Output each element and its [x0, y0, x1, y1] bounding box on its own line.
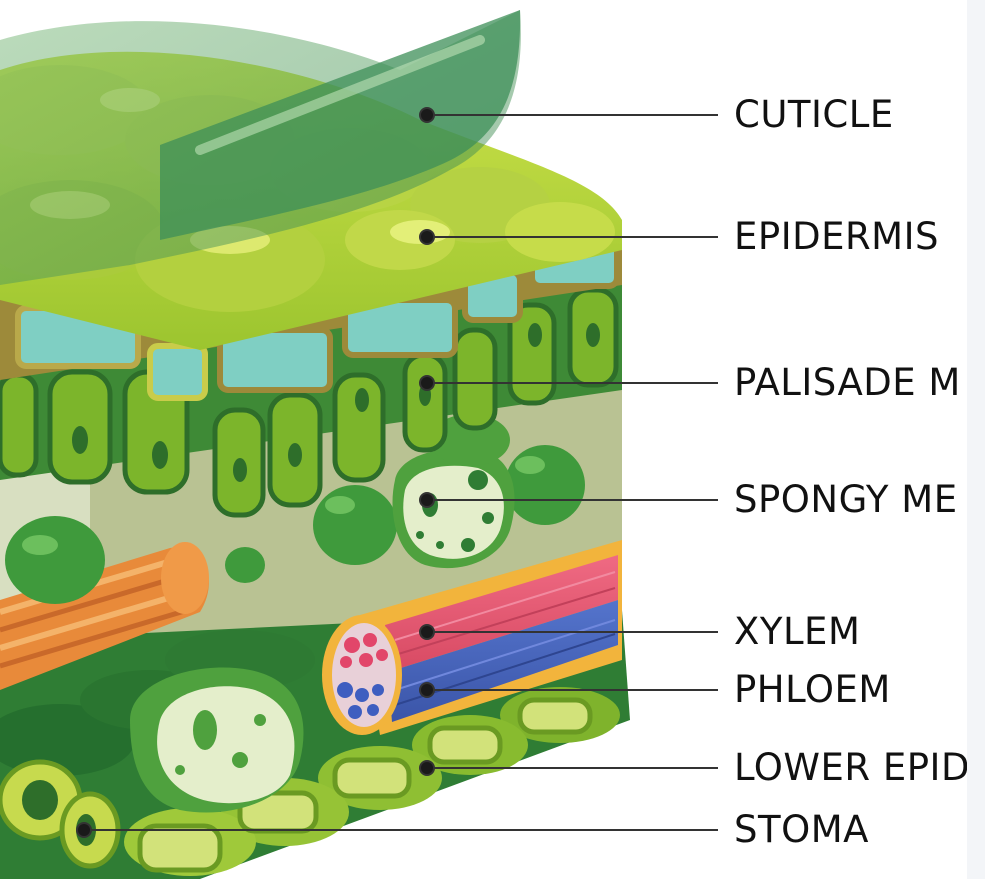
right-edge-strip [967, 0, 985, 879]
label-phloem: PHLOEM [734, 668, 891, 712]
label-xylem: XYLEM [734, 610, 860, 654]
label-lower-epidermis: LOWER EPID [734, 746, 967, 790]
label-epidermis: EPIDERMIS [734, 215, 939, 259]
label-stoma: STOMA [734, 808, 869, 852]
label-spongy-mesophyll: SPONGY ME [734, 478, 958, 522]
label-palisade-mesophyll: PALISADE M [734, 361, 961, 405]
label-cuticle: CUTICLE [734, 93, 894, 137]
